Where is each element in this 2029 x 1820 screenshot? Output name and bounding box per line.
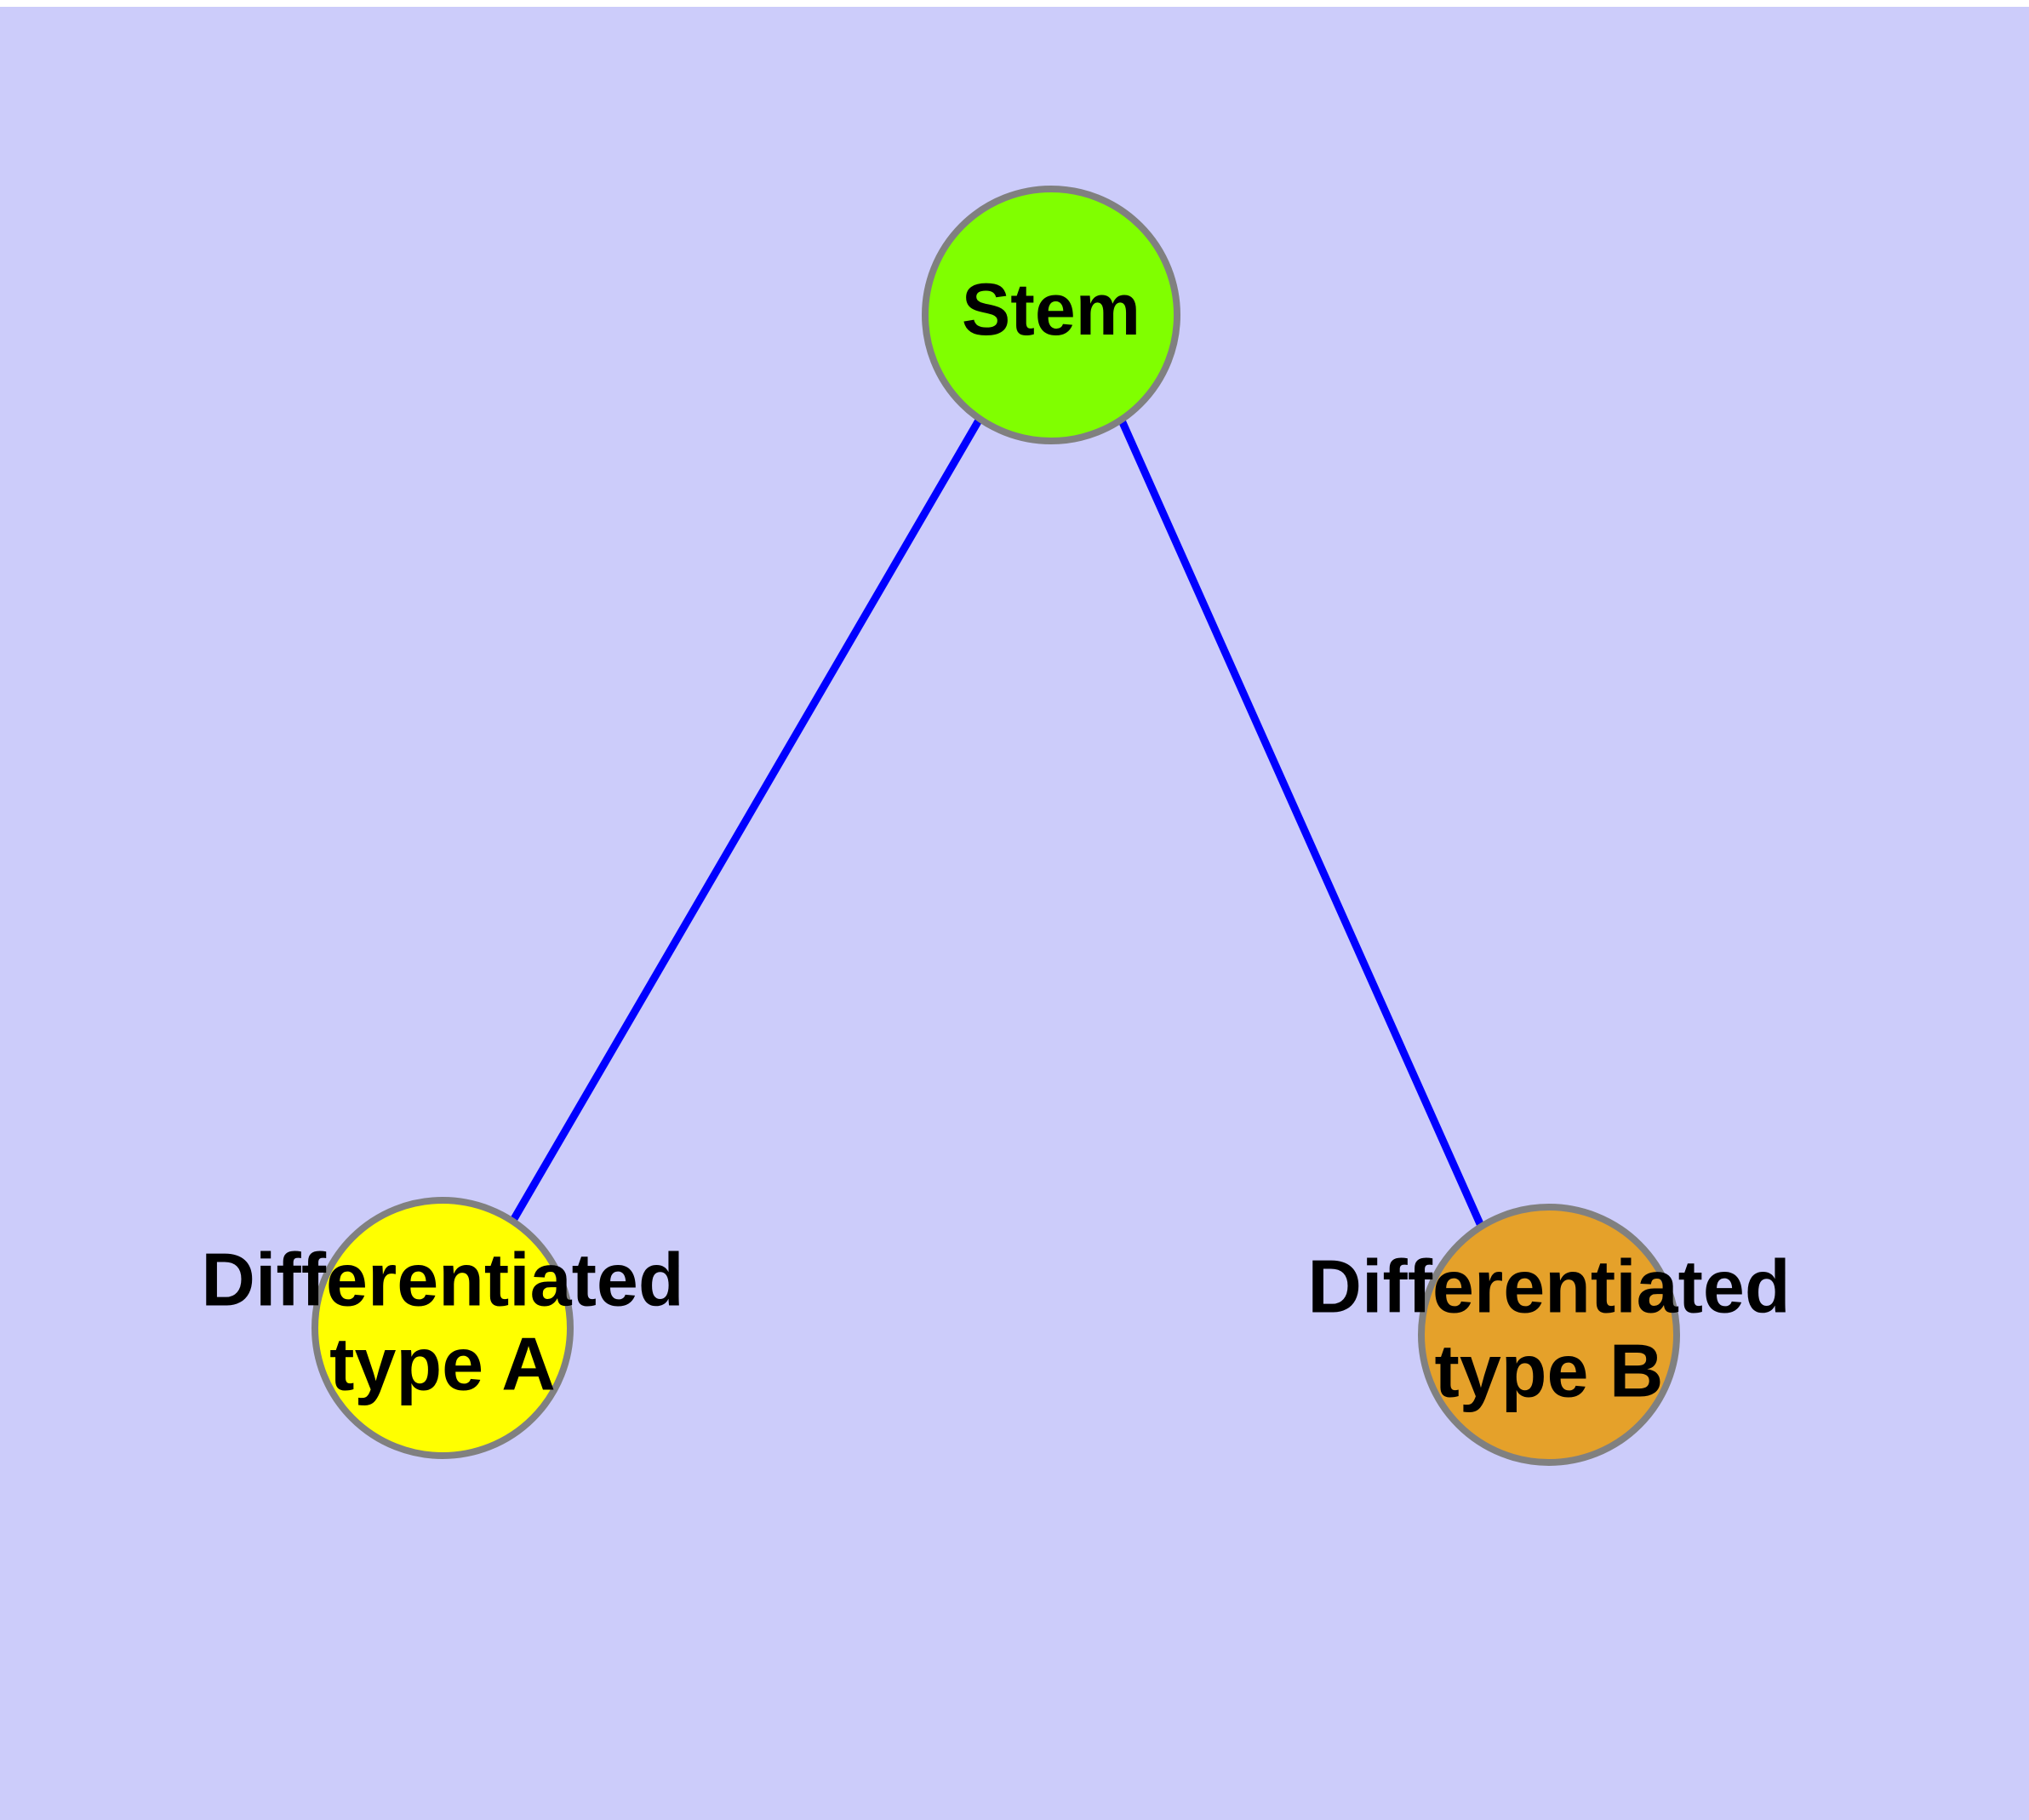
node-stem-label: Stem xyxy=(962,269,1140,351)
node-differentiated-type-b-circle[interactable] xyxy=(1418,1204,1680,1466)
edges-layer xyxy=(508,416,1485,1228)
label-line: Stem xyxy=(962,269,1140,351)
label-line: type A xyxy=(329,1322,556,1406)
node-stem[interactable]: Stem xyxy=(922,186,1180,444)
edge-stem-to-differentiated-type-b xyxy=(1117,419,1485,1228)
edge-stem-to-differentiated-type-a xyxy=(508,416,983,1226)
node-differentiated-type-a-circle[interactable] xyxy=(311,1197,574,1459)
label-line: Differentiated xyxy=(201,1238,683,1322)
label-line: Differentiated xyxy=(1307,1245,1790,1329)
label-line: type B xyxy=(1435,1329,1664,1413)
node-stem-circle[interactable] xyxy=(922,186,1180,444)
